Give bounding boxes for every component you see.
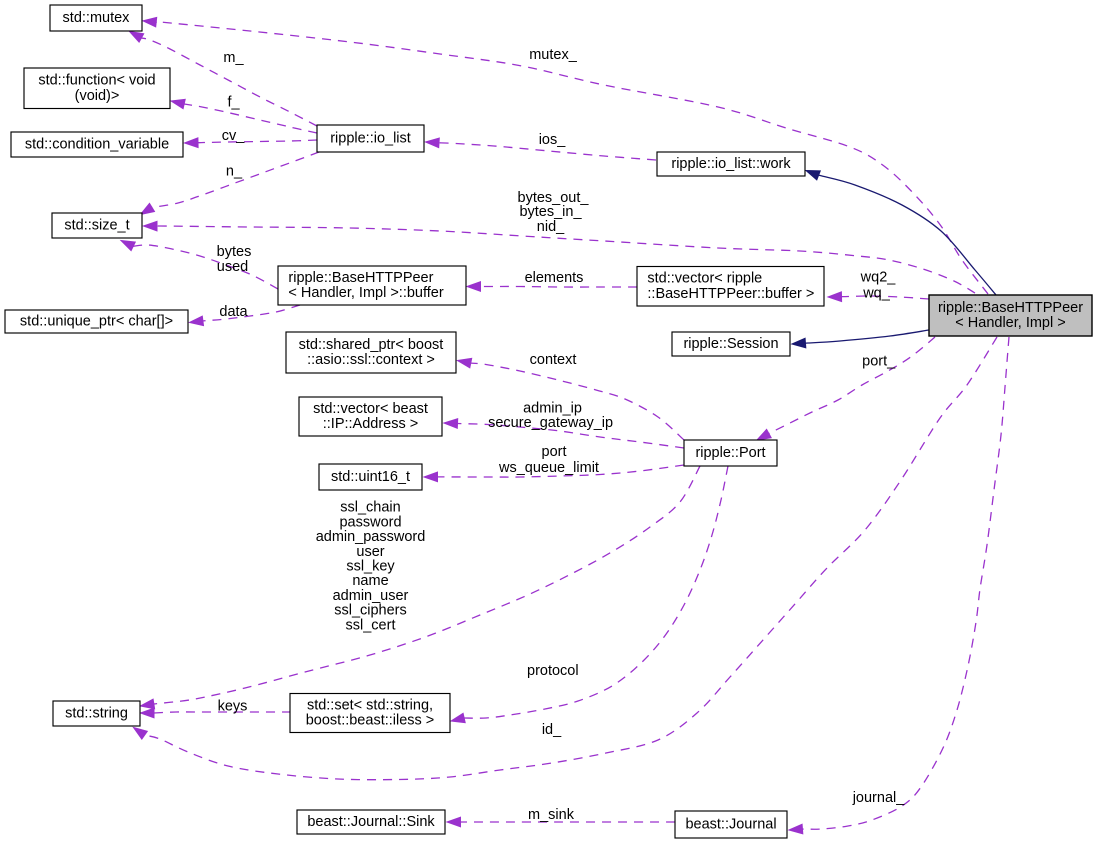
svg-text:std::string: std::string: [65, 706, 128, 722]
svg-text:ripple::Session: ripple::Session: [683, 336, 778, 352]
svg-text:data: data: [219, 304, 248, 320]
svg-text:admin_user: admin_user: [333, 588, 409, 604]
svg-text:std::size_t: std::size_t: [64, 218, 129, 234]
svg-text:bytes_out_: bytes_out_: [518, 190, 590, 206]
svg-text:< Handler, Impl >::buffer: < Handler, Impl >::buffer: [288, 285, 443, 301]
svg-text:m_: m_: [223, 50, 244, 66]
svg-text:cv_: cv_: [222, 128, 246, 144]
svg-text:::IP::Address >: ::IP::Address >: [323, 416, 419, 432]
svg-text:std::vector< beast: std::vector< beast: [313, 401, 428, 417]
svg-text:ripple::io_list::work: ripple::io_list::work: [671, 156, 791, 172]
svg-text:admin_ip: admin_ip: [523, 401, 582, 417]
svg-text:ripple::BaseHTTPPeer: ripple::BaseHTTPPeer: [288, 270, 433, 286]
svg-text:ios_: ios_: [539, 132, 567, 148]
svg-text:bytes: bytes: [217, 244, 252, 260]
svg-text:wq2_: wq2_: [860, 270, 897, 286]
svg-text:id_: id_: [542, 722, 562, 738]
svg-text:ws_queue_limit: ws_queue_limit: [498, 460, 599, 476]
svg-text:beast::Journal: beast::Journal: [685, 817, 776, 833]
svg-text:ripple::io_list: ripple::io_list: [330, 131, 411, 147]
svg-text:< Handler, Impl >: < Handler, Impl >: [955, 315, 1065, 331]
svg-text:password: password: [339, 514, 401, 530]
svg-text:ssl_chain: ssl_chain: [340, 500, 400, 516]
svg-text:std::condition_variable: std::condition_variable: [25, 137, 169, 153]
svg-text:nid_: nid_: [537, 219, 565, 235]
svg-text:beast::Journal::Sink: beast::Journal::Sink: [307, 814, 435, 830]
svg-text:used: used: [217, 259, 248, 275]
svg-text:::BaseHTTPPeer::buffer >: ::BaseHTTPPeer::buffer >: [647, 286, 814, 302]
svg-text:ssl_cert: ssl_cert: [346, 617, 396, 633]
svg-text:elements: elements: [525, 270, 584, 286]
svg-text:secure_gateway_ip: secure_gateway_ip: [488, 415, 613, 431]
svg-text:admin_password: admin_password: [316, 529, 426, 545]
svg-text:mutex_: mutex_: [529, 47, 577, 63]
svg-text:ssl_ciphers: ssl_ciphers: [334, 603, 407, 619]
svg-text:port: port: [542, 444, 567, 460]
svg-text:ssl_key: ssl_key: [346, 559, 395, 575]
svg-text:f_: f_: [227, 95, 240, 111]
svg-text:boost::beast::iless >: boost::beast::iless >: [306, 713, 435, 729]
svg-text:std::shared_ptr< boost: std::shared_ptr< boost: [299, 337, 444, 353]
svg-text:::asio::ssl::context >: ::asio::ssl::context >: [307, 352, 435, 368]
svg-text:std::set< std::string,: std::set< std::string,: [307, 697, 433, 713]
svg-text:keys: keys: [218, 699, 248, 715]
svg-text:name: name: [352, 573, 388, 589]
svg-text:m_sink: m_sink: [528, 807, 575, 823]
svg-text:journal_: journal_: [852, 790, 906, 806]
svg-text:std::vector< ripple: std::vector< ripple: [647, 271, 762, 287]
svg-text:user: user: [356, 544, 384, 560]
svg-text:ripple::BaseHTTPPeer: ripple::BaseHTTPPeer: [938, 300, 1083, 316]
svg-text:protocol: protocol: [527, 663, 579, 679]
svg-text:port_: port_: [862, 354, 896, 370]
svg-text:bytes_in_: bytes_in_: [519, 204, 582, 220]
svg-text:wq_: wq_: [862, 286, 891, 302]
svg-text:ripple::Port: ripple::Port: [695, 445, 765, 461]
svg-text:(void)>: (void)>: [75, 88, 120, 104]
svg-text:std::uint16_t: std::uint16_t: [331, 469, 410, 485]
svg-text:context: context: [530, 352, 577, 368]
svg-text:std::mutex: std::mutex: [63, 10, 131, 26]
svg-text:n_: n_: [226, 164, 243, 180]
svg-text:std::function< void: std::function< void: [38, 73, 155, 89]
svg-text:std::unique_ptr< char[]>: std::unique_ptr< char[]>: [20, 314, 173, 330]
